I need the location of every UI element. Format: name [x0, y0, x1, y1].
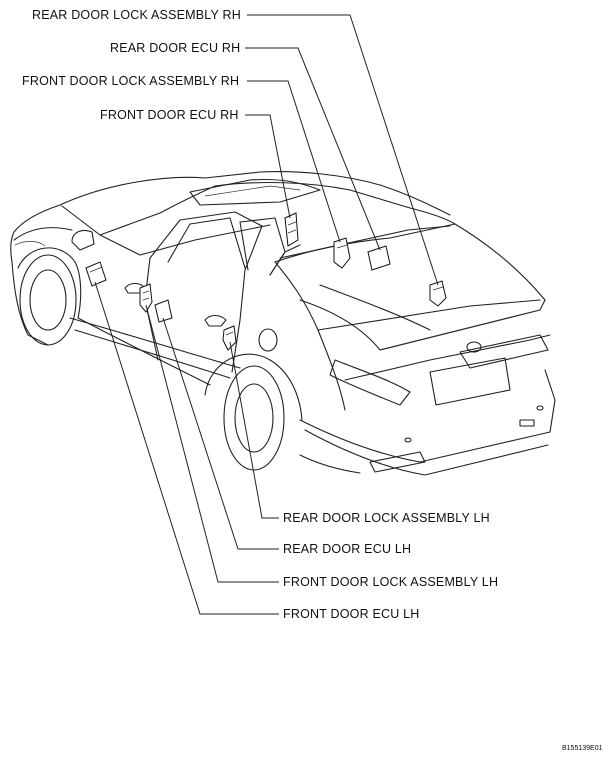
label-front-door-lock-lh: FRONT DOOR LOCK ASSEMBLY LH [283, 575, 499, 589]
front-door-ecu-rh-part [284, 212, 299, 247]
label-rear-door-lock-rh: REAR DOOR LOCK ASSEMBLY RH [32, 8, 241, 22]
label-front-door-ecu-rh: FRONT DOOR ECU RH [100, 108, 239, 122]
rear-door-lock-rh-part [429, 280, 447, 307]
label-front-door-lock-rh: FRONT DOOR LOCK ASSEMBLY RH [22, 74, 240, 88]
front-door-lock-rh-part [333, 237, 351, 269]
front-door-lock-lh-part [139, 283, 153, 313]
label-rear-door-ecu-rh: REAR DOOR ECU RH [110, 41, 241, 55]
rear-door-ecu-rh-part [367, 245, 391, 271]
label-rear-door-lock-lh: REAR DOOR LOCK ASSEMBLY LH [283, 511, 490, 525]
label-front-door-ecu-lh: FRONT DOOR ECU LH [283, 607, 420, 621]
rear-door-lock-lh-part [222, 325, 237, 351]
label-rear-door-ecu-lh: REAR DOOR ECU LH [283, 542, 412, 556]
front-door-ecu-lh-part [85, 261, 107, 287]
leader-lines-bottom [94, 281, 279, 615]
leader-lines-top [245, 14, 439, 286]
figure-code: B155139E01 [562, 745, 603, 752]
car-body [10, 171, 556, 476]
rear-door-ecu-lh-part [154, 299, 173, 323]
